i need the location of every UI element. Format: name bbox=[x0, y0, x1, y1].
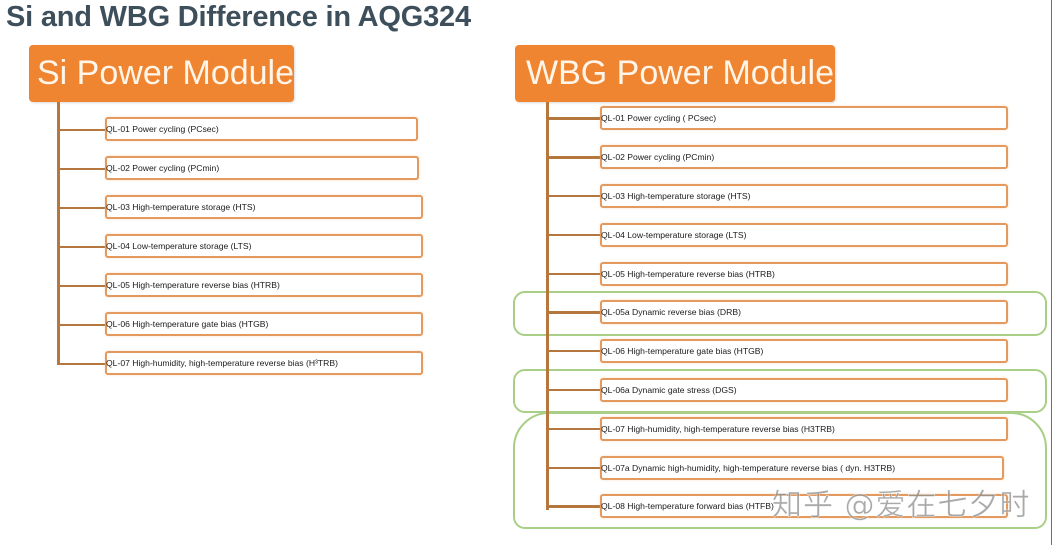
si-connector bbox=[57, 363, 107, 365]
item-label: QL-07 High-humidity, high-temperature re… bbox=[601, 424, 835, 434]
wbg-connector bbox=[546, 428, 602, 430]
si-connector bbox=[57, 129, 107, 131]
si-item-ql07: QL-07 High-humidity, high-temperature re… bbox=[105, 351, 423, 375]
edge-divider bbox=[1051, 0, 1052, 545]
wbg-item-ql02: QL-02 Power cycling (PCmin) bbox=[600, 145, 1008, 169]
wbg-item-ql06: QL-06 High-temperature gate bias (HTGB) bbox=[600, 339, 1008, 363]
si-item-ql01: QL-01 Power cycling (PCsec) bbox=[105, 117, 418, 141]
wbg-connector bbox=[546, 156, 602, 159]
wbg-connector bbox=[546, 389, 602, 391]
si-item-ql05: QL-05 High-temperature reverse bias (HTR… bbox=[105, 273, 423, 297]
wbg-tree-trunk bbox=[546, 102, 549, 510]
si-power-module-header: Si Power Module bbox=[29, 45, 294, 102]
wbg-item-ql07: QL-07 High-humidity, high-temperature re… bbox=[600, 417, 1008, 441]
watermark: 知乎 @爱在七夕时 bbox=[772, 488, 1031, 524]
wbg-item-ql03: QL-03 High-temperature storage (HTS) bbox=[600, 184, 1008, 208]
si-item-ql04: QL-04 Low-temperature storage (LTS) bbox=[105, 234, 423, 258]
item-label: QL-04 Low-temperature storage (LTS) bbox=[601, 230, 747, 240]
wbg-power-module-header: WBG Power Module bbox=[515, 45, 835, 102]
item-label: QL-05 High-temperature reverse bias (HTR… bbox=[106, 280, 280, 290]
item-label: QL-08 High-temperature forward bias (HTF… bbox=[601, 501, 774, 511]
item-label: QL-06a Dynamic gate stress (DGS) bbox=[601, 385, 737, 395]
item-label: QL-07 High-humidity, high-temperature re… bbox=[106, 358, 338, 368]
wbg-connector bbox=[546, 195, 602, 197]
wbg-connector bbox=[546, 311, 602, 314]
si-connector bbox=[57, 324, 107, 326]
si-connector bbox=[57, 168, 107, 170]
wbg-item-ql04: QL-04 Low-temperature storage (LTS) bbox=[600, 223, 1008, 247]
wbg-header-label: WBG Power Module bbox=[526, 54, 834, 92]
wbg-connector bbox=[546, 505, 602, 508]
item-label: QL-07a Dynamic high-humidity, high-tempe… bbox=[601, 463, 896, 473]
si-connector bbox=[57, 246, 107, 248]
wbg-connector bbox=[546, 467, 602, 469]
si-item-ql03: QL-03 High-temperature storage (HTS) bbox=[105, 195, 423, 219]
item-label: QL-01 Power cycling (PCsec) bbox=[106, 124, 219, 134]
wbg-connector bbox=[546, 117, 602, 120]
wbg-item-ql08: QL-08 High-temperature forward bias (HTF… bbox=[600, 494, 1008, 518]
wbg-connector bbox=[546, 234, 602, 236]
si-tree-trunk bbox=[57, 102, 60, 365]
item-label: QL-03 High-temperature storage (HTS) bbox=[106, 202, 256, 212]
highlight-group-drb bbox=[513, 291, 1047, 336]
item-label: QL-05 High-temperature reverse bias (HTR… bbox=[601, 269, 775, 279]
wbg-item-ql05: QL-05 High-temperature reverse bias (HTR… bbox=[600, 262, 1008, 286]
highlight-group-h3trb-htfb bbox=[513, 412, 1047, 529]
wbg-item-ql01: QL-01 Power cycling ( PCsec) bbox=[600, 106, 1008, 130]
page-title: Si and WBG Difference in AQG324 bbox=[6, 1, 471, 33]
si-connector bbox=[57, 285, 107, 287]
item-label: QL-06 High-temperature gate bias (HTGB) bbox=[601, 346, 764, 356]
item-label: QL-03 High-temperature storage (HTS) bbox=[601, 191, 751, 201]
item-label: QL-02 Power cycling (PCmin) bbox=[106, 163, 220, 173]
item-label: QL-06 High-temperature gate bias (HTGB) bbox=[106, 319, 269, 329]
item-label: QL-04 Low-temperature storage (LTS) bbox=[106, 241, 252, 251]
wbg-item-ql07a: QL-07a Dynamic high-humidity, high-tempe… bbox=[600, 456, 1004, 480]
item-label: QL-02 Power cycling (PCmin) bbox=[601, 152, 715, 162]
wbg-connector bbox=[546, 350, 602, 352]
si-item-ql02: QL-02 Power cycling (PCmin) bbox=[105, 156, 419, 180]
wbg-item-ql06a: QL-06a Dynamic gate stress (DGS) bbox=[600, 378, 1008, 402]
wbg-item-ql05a: QL-05a Dynamic reverse bias (DRB) bbox=[600, 300, 1008, 324]
si-item-ql06: QL-06 High-temperature gate bias (HTGB) bbox=[105, 312, 423, 336]
si-header-label: Si Power Module bbox=[37, 54, 295, 92]
si-connector bbox=[57, 207, 107, 209]
item-label: QL-01 Power cycling ( PCsec) bbox=[601, 113, 717, 123]
item-label: QL-05a Dynamic reverse bias (DRB) bbox=[601, 307, 741, 317]
wbg-connector bbox=[546, 273, 602, 275]
